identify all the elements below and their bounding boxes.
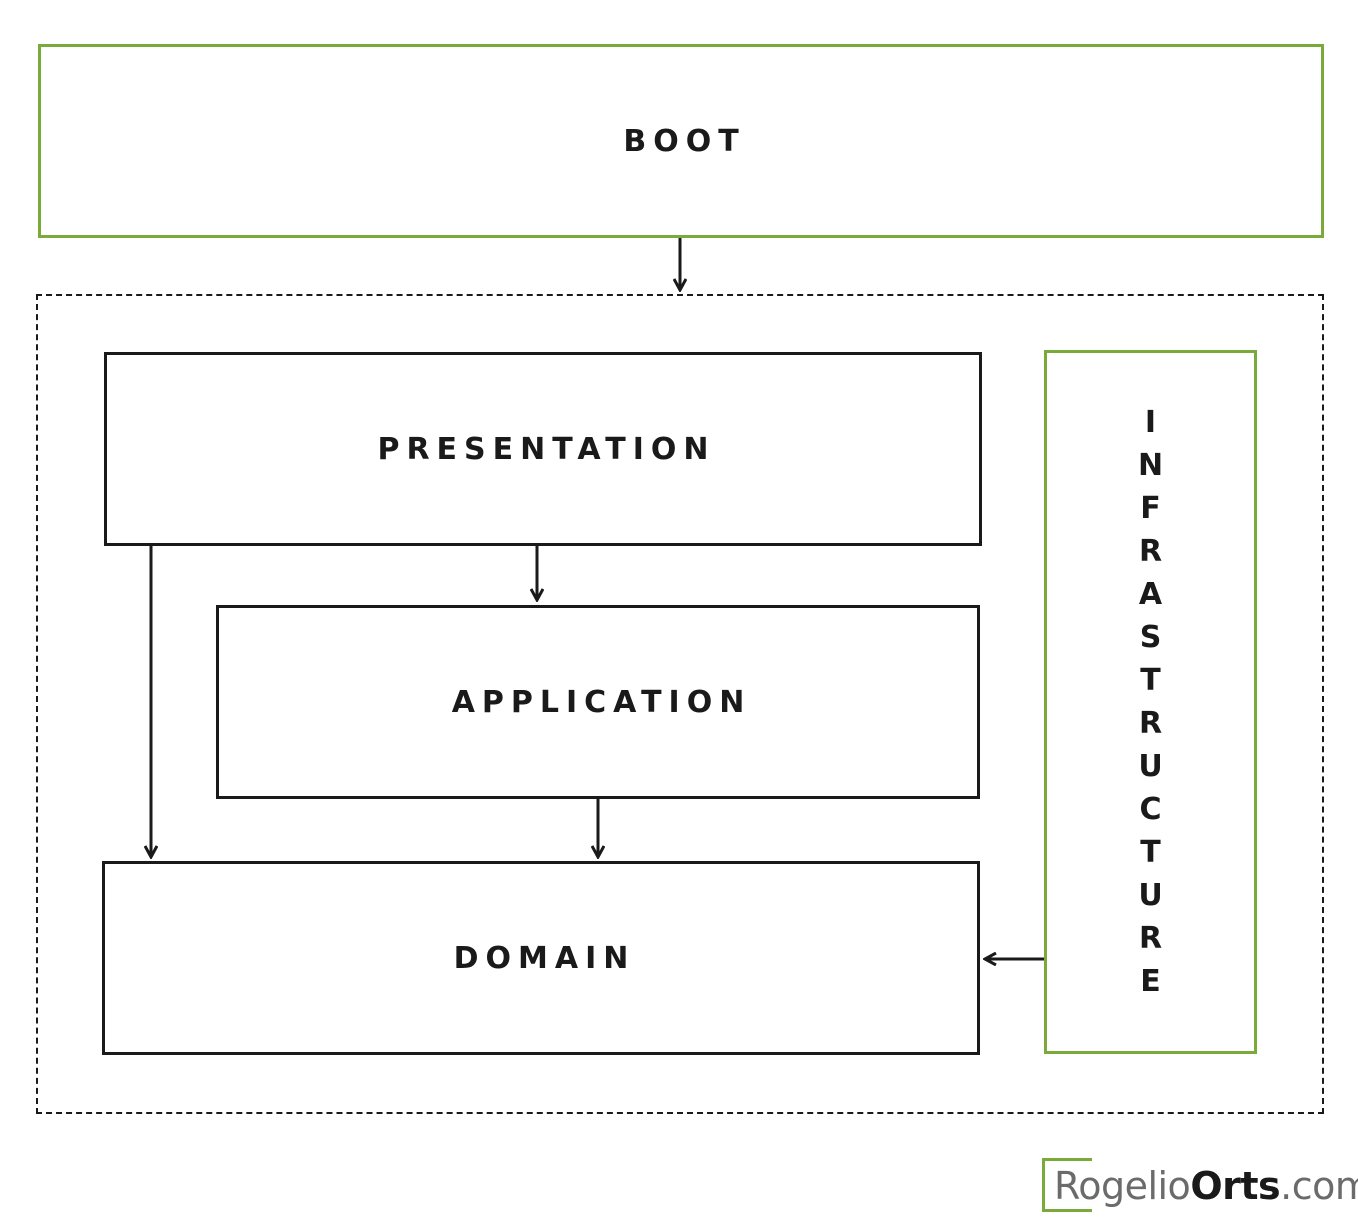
application-label: APPLICATION (451, 684, 752, 720)
boot-label: BOOT (623, 123, 746, 159)
logo-text: RogelioOrts.com (1054, 1164, 1358, 1208)
rogelioorts-logo: RogelioOrts.com (1042, 1158, 1358, 1214)
core-layers-boundary (36, 294, 1324, 1114)
infrastructure-label: INFRASTRUCTURE (1133, 405, 1168, 1007)
application-layer-box: APPLICATION (216, 605, 980, 799)
boot-layer-box: BOOT (38, 44, 1324, 238)
domain-layer-box: DOMAIN (102, 861, 980, 1055)
presentation-label: PRESENTATION (377, 431, 716, 467)
presentation-layer-box: PRESENTATION (104, 352, 982, 546)
logo-text-part3: .com (1280, 1164, 1358, 1208)
logo-frame (1042, 1158, 1092, 1212)
domain-label: DOMAIN (453, 940, 636, 976)
logo-text-part1: Rogelio (1054, 1164, 1191, 1208)
infrastructure-layer-box: INFRASTRUCTURE (1044, 350, 1257, 1054)
logo-text-part2: Orts (1190, 1164, 1281, 1208)
